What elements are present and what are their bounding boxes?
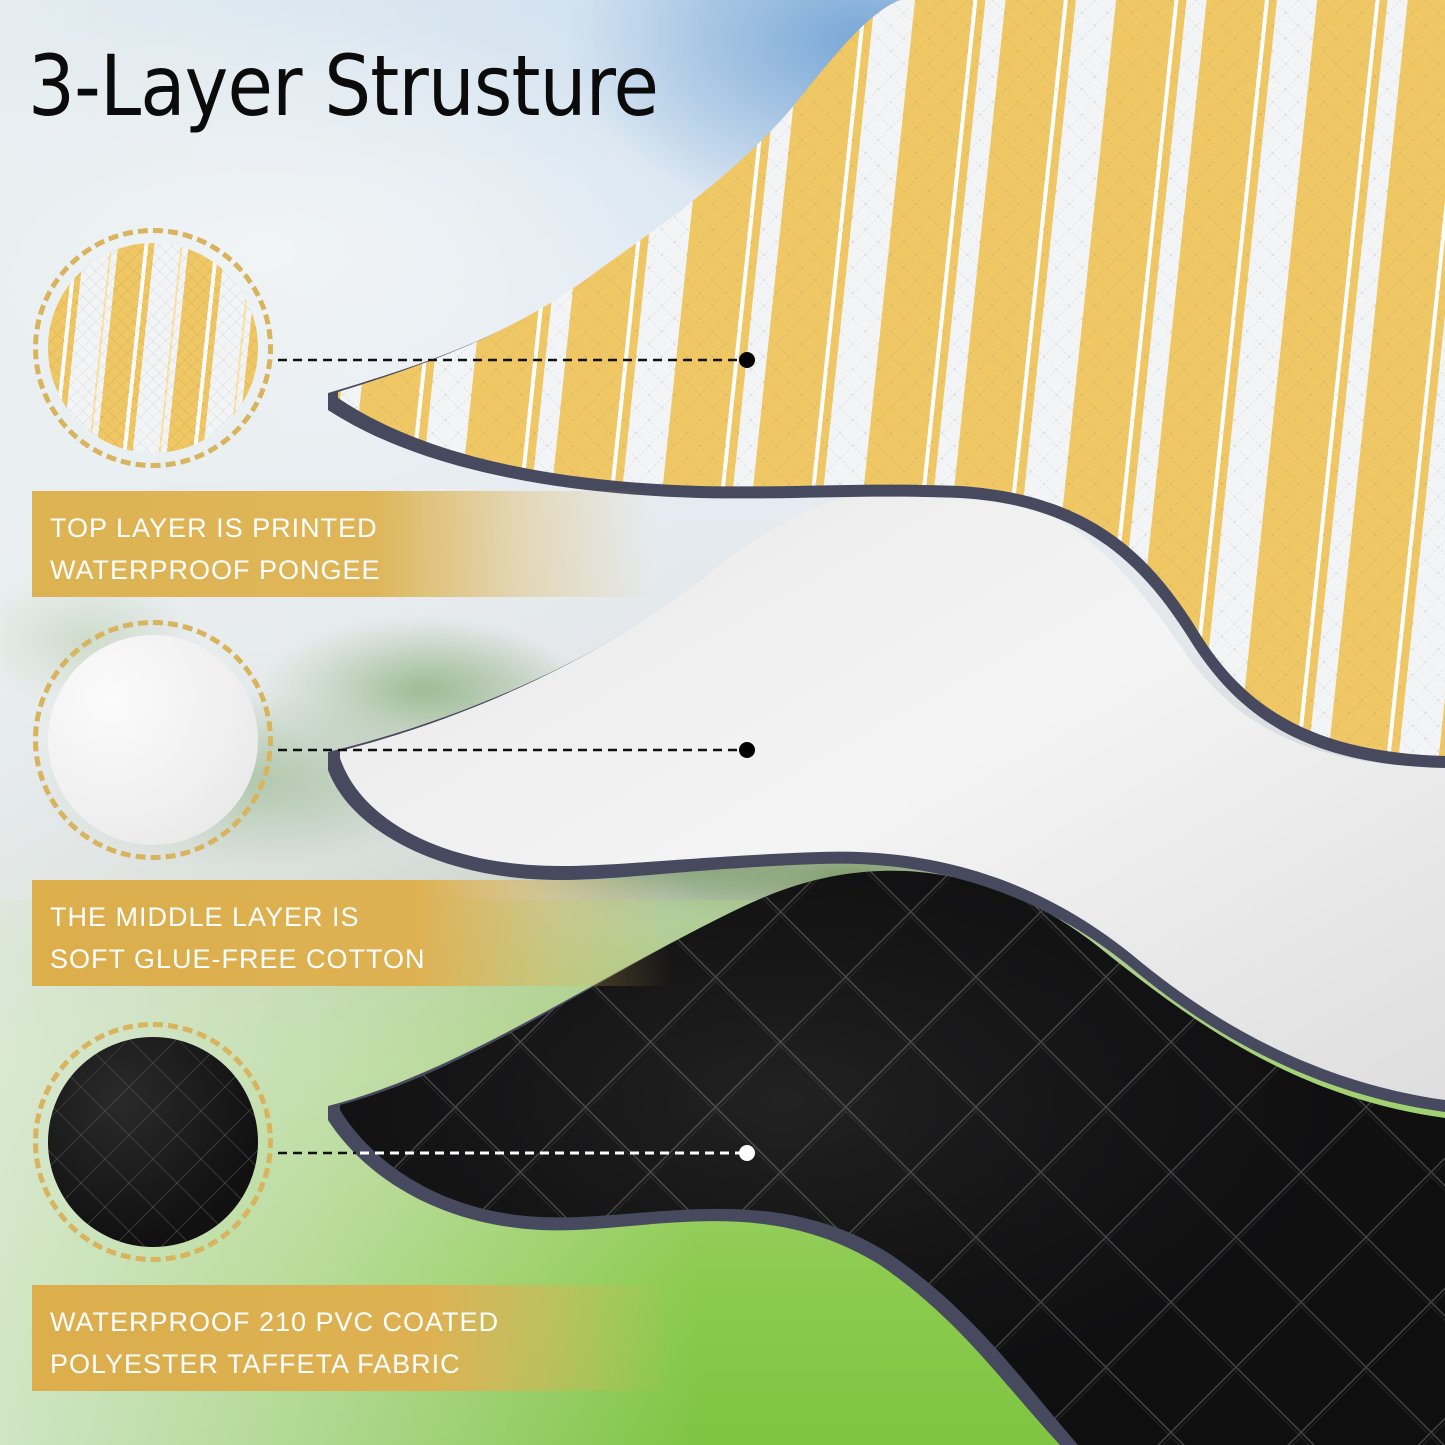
top-layer-line1: TOP LAYER IS PRINTED [50,513,378,543]
top-layer-swatch-fill [48,243,258,453]
bottom-layer-line2: POLYESTER TAFFETA FABRIC [50,1349,461,1379]
leader-line-middle [278,742,755,758]
bottom-layer-swatch-fill [48,1037,258,1247]
bottom-layer-callout: WATERPROOF 210 PVC COATED POLYESTER TAFF… [32,1285,672,1391]
top-layer-line2: WATERPROOF PONGEE [50,555,381,585]
black-quilted-fabric-swatch-icon [33,1022,273,1262]
cotton-fabric-swatch-icon [33,620,273,860]
middle-layer-fabric [340,486,1445,1100]
bottom-layer-line1: WATERPROOF 210 PVC COATED [50,1307,500,1337]
page-title: 3-Layer Strusture [28,37,659,135]
middle-layer-line2: SOFT GLUE-FREE COTTON [50,944,426,974]
middle-layer-swatch-fill [48,635,258,845]
striped-fabric-swatch-icon [33,228,273,468]
leader-line-bottom [278,1145,755,1161]
middle-layer-line1: THE MIDDLE LAYER IS [50,902,360,932]
top-layer-callout: TOP LAYER IS PRINTED WATERPROOF PONGEE [32,491,652,597]
leader-line-top [278,352,755,368]
middle-layer-callout: THE MIDDLE LAYER IS SOFT GLUE-FREE COTTO… [32,880,672,986]
